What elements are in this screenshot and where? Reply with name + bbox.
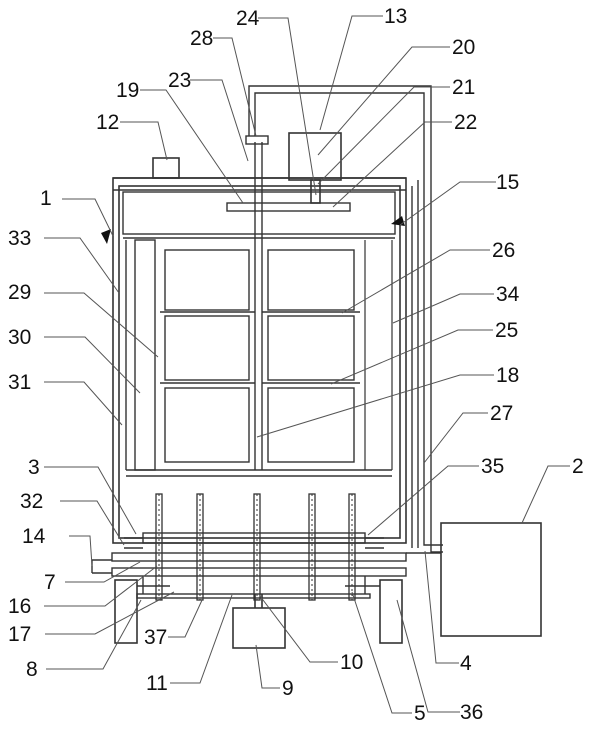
label-36: 36	[460, 701, 483, 724]
label-10: 10	[340, 651, 363, 674]
inlet-pipe	[152, 157, 180, 179]
label-4: 4	[460, 652, 472, 675]
tank	[440, 522, 542, 637]
label-30: 30	[8, 326, 31, 349]
rotor-blades-right	[262, 249, 360, 463]
label-7: 7	[44, 571, 56, 594]
bottom-motor	[232, 594, 286, 649]
label-5: 5	[414, 702, 426, 725]
screw-rod-threads	[158, 494, 353, 600]
label-9: 9	[282, 677, 294, 700]
top-pipe-28	[245, 90, 269, 145]
screw-rods	[155, 493, 356, 601]
label-25: 25	[495, 319, 518, 342]
label-16: 16	[8, 595, 31, 618]
inner-drum	[122, 191, 396, 477]
label-23: 23	[168, 69, 191, 92]
rotor-blades-left	[160, 249, 255, 463]
label-31: 31	[8, 371, 31, 394]
right-column	[364, 240, 393, 470]
housing	[112, 177, 407, 544]
label-34: 34	[496, 283, 520, 306]
circulation-pipe	[248, 85, 443, 553]
label-21: 21	[452, 76, 475, 99]
label-17: 17	[8, 623, 31, 646]
reference-numerals: 1 33 29 30 31 3 32 14 7 16 17 8 12 19 23…	[8, 5, 584, 725]
label-11: 11	[146, 672, 168, 695]
label-35: 35	[481, 455, 504, 478]
leader-lines	[44, 15, 570, 714]
label-3: 3	[28, 456, 40, 479]
label-32: 32	[20, 490, 43, 513]
top-motor	[288, 132, 342, 204]
label-19: 19	[116, 79, 139, 102]
label-24: 24	[236, 7, 260, 30]
label-15: 15	[496, 171, 519, 194]
label-29: 29	[8, 281, 31, 304]
label-14: 14	[22, 525, 46, 548]
top-plate	[226, 202, 351, 212]
label-22: 22	[454, 111, 477, 134]
label-1: 1	[40, 187, 52, 210]
label-8: 8	[26, 658, 38, 681]
label-26: 26	[492, 239, 515, 262]
label-27: 27	[490, 402, 513, 425]
label-37: 37	[144, 626, 167, 649]
label-20: 20	[452, 36, 475, 59]
label-28: 28	[190, 27, 213, 50]
label-2: 2	[572, 455, 584, 478]
label-12: 12	[96, 111, 119, 134]
left-partition	[125, 239, 156, 471]
label-13: 13	[384, 5, 407, 28]
label-18: 18	[496, 364, 519, 387]
label-33: 33	[8, 227, 31, 250]
center-shaft	[254, 142, 263, 470]
